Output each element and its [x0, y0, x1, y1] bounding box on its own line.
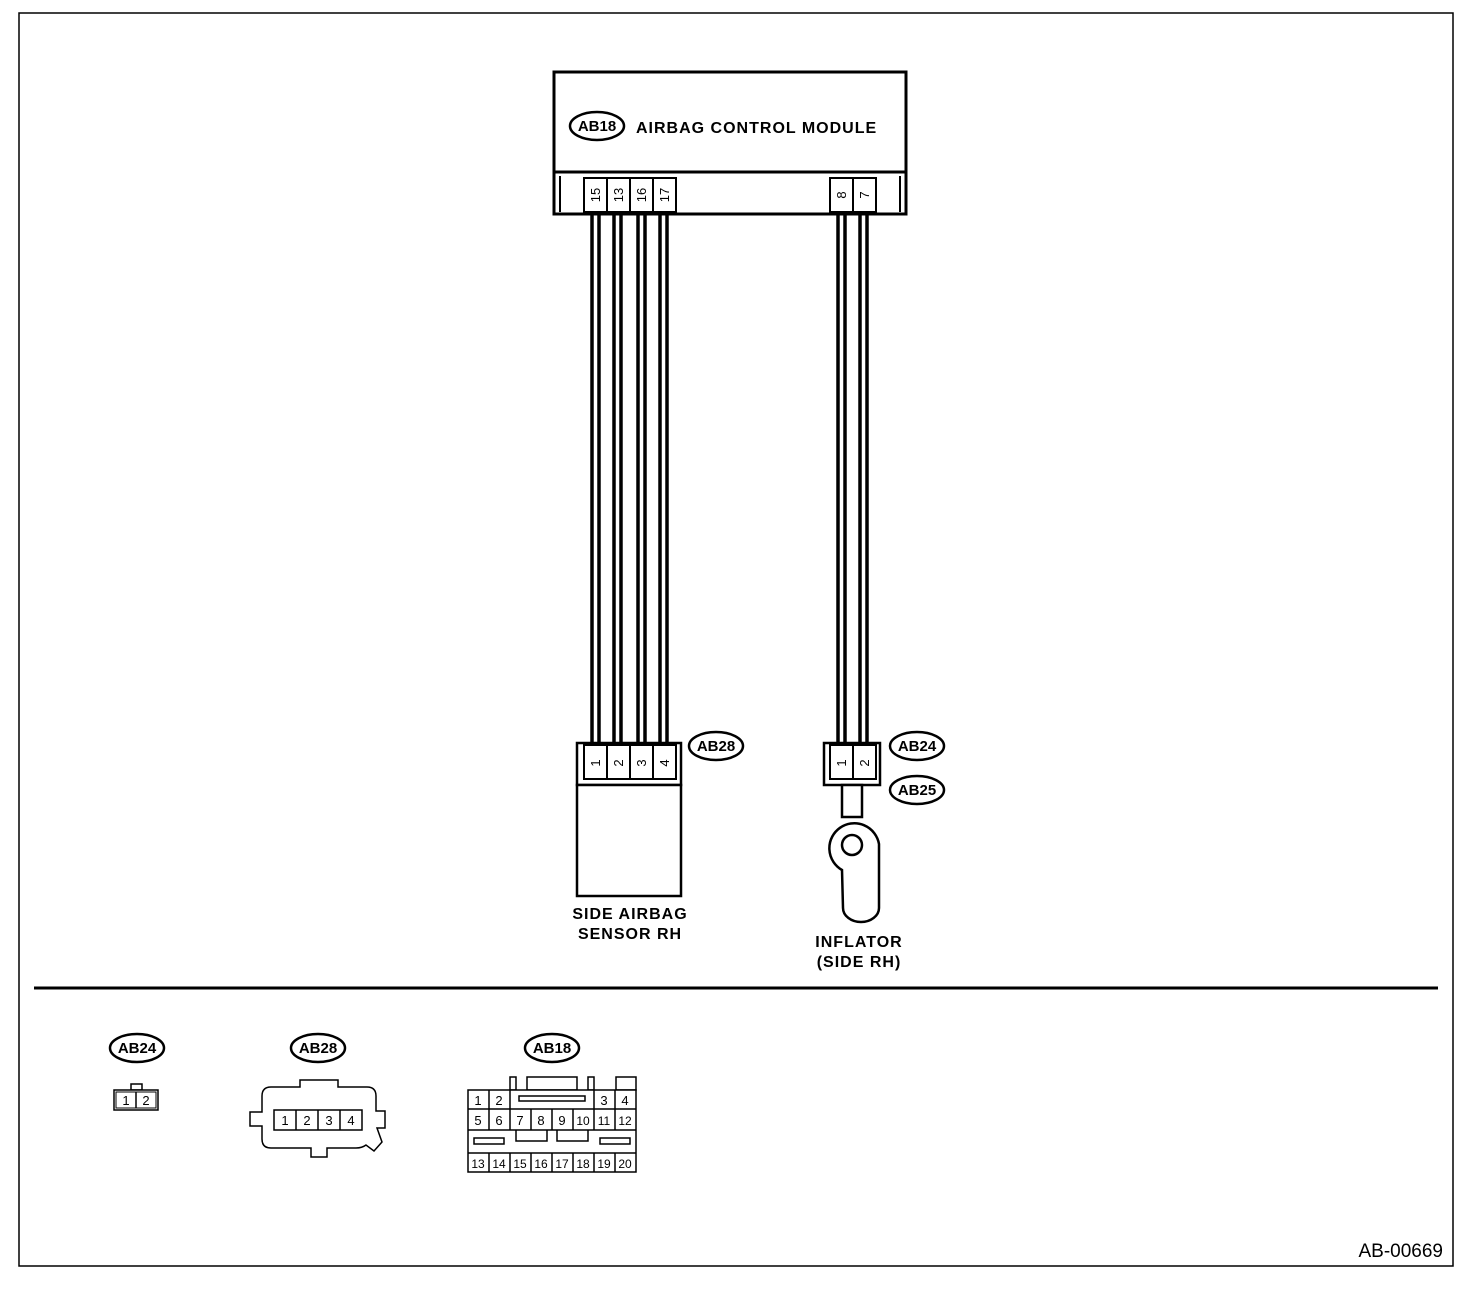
- wire-7-to-2: [858, 214, 869, 744]
- inflator-stem: [840, 783, 864, 819]
- sensor-tag-badge: [687, 730, 745, 762]
- module-tag-badge: [568, 110, 626, 142]
- sensor-pin-1: 1: [588, 759, 603, 766]
- ab28-view-pin-3: 3: [325, 1113, 332, 1128]
- sensor-body: [575, 783, 683, 898]
- ab28-view-pin-2: 2: [303, 1113, 310, 1128]
- sensor-pin-2: 2: [611, 759, 626, 766]
- side-airbag-sensor-rh: 1 2 3 4 AB28 SIDE AIRBAG SENSOR RH: [572, 730, 745, 943]
- ab18-view-pin-3: 3: [600, 1093, 607, 1108]
- inflator-tag-badge-top: [888, 730, 946, 762]
- ab18-view-pin-2: 2: [495, 1093, 502, 1108]
- ab18-view-pin-6: 6: [495, 1113, 502, 1128]
- module-pin-16: 16: [634, 188, 649, 202]
- sensor-pin-3: 3: [634, 759, 649, 766]
- ab18-view-pin-15: 15: [513, 1157, 527, 1171]
- module-pin-7: 7: [857, 191, 872, 198]
- inflator-label-line1: INFLATOR: [815, 934, 902, 951]
- ab18-view-pin-4: 4: [621, 1093, 628, 1108]
- connector-view-ab18: AB18: [467, 1032, 637, 1173]
- ab18-view-tag-badge: [523, 1032, 581, 1064]
- wire-13-to-2: [612, 214, 623, 744]
- module-name: AIRBAG CONTROL MODULE: [636, 120, 877, 137]
- wire-17-to-4: [658, 214, 669, 744]
- airbag-control-module: AB18 AIRBAG CONTROL MODULE 15 13 16 17 8…: [552, 70, 908, 216]
- ab18-view-pin-20: 20: [618, 1157, 632, 1171]
- ab18-view-pin-11: 11: [598, 1114, 611, 1128]
- harness-wires: [590, 214, 869, 744]
- ab24-view-pin-1: 1: [122, 1093, 129, 1108]
- ab18-view-pin-19: 19: [597, 1157, 611, 1171]
- outer-frame: [18, 12, 1454, 1267]
- ab18-view-pin-17: 17: [555, 1157, 569, 1171]
- ab18-view-pin-12: 12: [618, 1114, 632, 1128]
- ab24-view-pin-2: 2: [142, 1093, 149, 1108]
- ab28-view-tag: AB28: [299, 1040, 337, 1057]
- ab28-view-pin-4: 4: [347, 1113, 354, 1128]
- sensor-label-line1: SIDE AIRBAG: [572, 906, 687, 923]
- ab24-view-tag: AB24: [118, 1040, 157, 1057]
- wire-8-to-1: [836, 214, 847, 744]
- wire-16-to-3: [636, 214, 647, 744]
- module-pin-8: 8: [834, 191, 849, 198]
- wire-15-to-1: [590, 214, 601, 744]
- ab18-view-pin-14: 14: [492, 1157, 506, 1171]
- inflator-label-line2: (SIDE RH): [817, 954, 902, 971]
- inflator-tag-badge-bottom: [888, 774, 946, 806]
- module-pin-13: 13: [611, 188, 626, 202]
- ab28-view-tag-badge: [289, 1032, 347, 1064]
- sensor-tag: AB28: [697, 738, 735, 755]
- inflator-tag-bottom: AB25: [898, 782, 936, 799]
- inflator-hole: [840, 833, 864, 857]
- ab28-view-pin-1: 1: [281, 1113, 288, 1128]
- connector-view-ab28: AB28 1 2 3 4: [249, 1032, 386, 1158]
- module-pin-15: 15: [588, 188, 603, 202]
- ab18-view-pin-10: 10: [576, 1114, 590, 1128]
- sensor-pin-4: 4: [657, 759, 672, 766]
- ab18-view-pin-16: 16: [534, 1157, 548, 1171]
- inflator-pin-1: 1: [834, 759, 849, 766]
- module-pin-17: 17: [657, 188, 672, 202]
- inflator-tag-top: AB24: [898, 738, 937, 755]
- figure-code: AB-00669: [1358, 1241, 1443, 1262]
- ab18-view-pin-8: 8: [537, 1113, 544, 1128]
- ab18-view-pin-13: 13: [471, 1157, 485, 1171]
- ab18-view-pin-18: 18: [576, 1157, 590, 1171]
- ab18-view-pin-7: 7: [516, 1113, 523, 1128]
- ab18-view-pin-9: 9: [558, 1113, 565, 1128]
- sensor-label-line2: SENSOR RH: [578, 926, 682, 943]
- ab24-view-tag-badge: [108, 1032, 166, 1064]
- ab18-view-tag: AB18: [533, 1040, 571, 1057]
- connector-view-ab24: AB24 1 2: [108, 1032, 166, 1111]
- ab18-view-pin-5: 5: [474, 1113, 481, 1128]
- inflator-side-rh: 1 2 AB24 AB25 INFLATOR (SIDE RH): [815, 730, 946, 971]
- ab18-view-pin-1: 1: [474, 1093, 481, 1108]
- module-tag: AB18: [578, 118, 616, 135]
- inflator-pin-2: 2: [857, 759, 872, 766]
